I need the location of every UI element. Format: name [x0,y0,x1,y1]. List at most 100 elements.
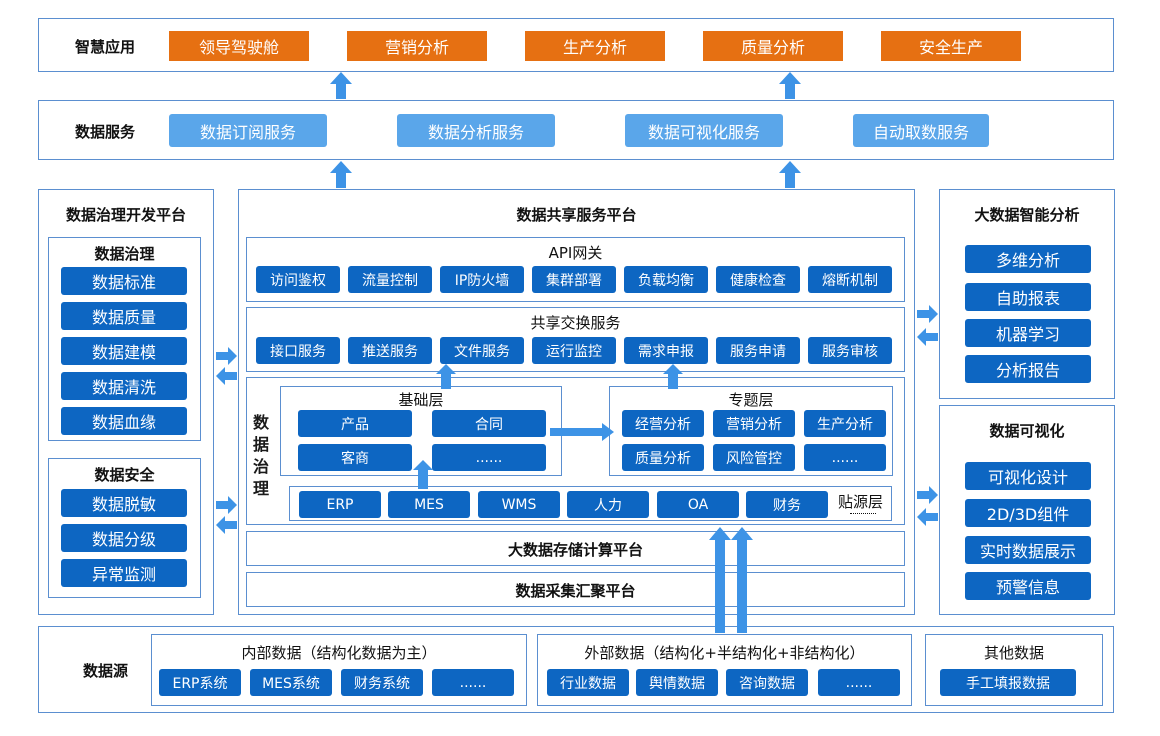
data-governance-box: 数据治理 基础层 产品 合同 客商 ...... 专题层 经营分析 营销分析 生… [246,377,905,525]
ex-item-file: 文件服务 [440,337,524,364]
security-box-title: 数据安全 [94,466,155,484]
vis-item-design: 可视化设计 [965,462,1091,490]
data-sources-title: 数据源 [83,662,129,680]
src-item-wms: WMS [478,491,560,518]
external-data-title: 外部数据（结构化+半结构化+非结构化） [584,644,865,662]
data-services-title: 数据服务 [75,123,136,141]
topic-item-risk: 风险管控 [713,444,795,471]
internal-data-title: 内部数据（结构化数据为主） [241,644,437,662]
ex-item-push: 推送服务 [348,337,432,364]
base-layer-box: 基础层 产品 合同 客商 ...... [280,386,562,476]
smart-apps-section: 智慧应用 领导驾驶舱 营销分析 生产分析 质量分析 安全生产 [38,18,1114,72]
governance-box-title: 数据治理 [94,245,155,263]
base-item-contract: 合同 [432,410,546,437]
arrow-left-icon [917,508,938,526]
sharing-platform-title: 数据共享服务平台 [516,206,637,224]
app-marketing: 营销分析 [347,31,487,61]
gov-item-lineage: 数据血缘 [61,407,187,435]
base-item-product: 产品 [298,410,412,437]
api-gateway-box: API网关 访问鉴权 流量控制 IP防火墙 集群部署 负载均衡 健康检查 熔断机… [246,237,905,302]
security-box: 数据安全 数据脱敏 数据分级 异常监测 [48,458,201,598]
internal-item-finance: 财务系统 [341,669,423,696]
src-item-finance: 财务 [746,491,828,518]
arrow-up-icon [330,161,352,188]
topic-item-quality: 质量分析 [622,444,704,471]
external-item-industry: 行业数据 [547,669,629,696]
ex-item-interface: 接口服务 [256,337,340,364]
sharing-platform: 数据共享服务平台 API网关 访问鉴权 流量控制 IP防火墙 集群部署 负载均衡… [238,189,915,615]
arrow-left-icon [917,328,938,346]
data-sources-section: 数据源 内部数据（结构化数据为主） ERP系统 MES系统 财务系统 .....… [38,626,1114,713]
app-production: 生产分析 [525,31,665,61]
bigdata-analysis-title: 大数据智能分析 [974,206,1080,224]
base-item-more: ...... [432,444,546,471]
analysis-item-selfreport: 自助报表 [965,283,1091,311]
external-item-consult: 咨询数据 [726,669,808,696]
vis-item-realtime: 实时数据展示 [965,536,1091,564]
source-layer-title: 贴源层 [838,493,884,511]
topic-item-business: 经营分析 [622,410,704,437]
gov-item-standard: 数据标准 [61,267,187,295]
base-layer-title: 基础层 [398,391,444,409]
api-gateway-title: API网关 [548,244,603,262]
arrow-up-icon [779,161,801,188]
analysis-item-report: 分析报告 [965,355,1091,383]
ex-item-demand: 需求申报 [624,337,708,364]
api-item-auth: 访问鉴权 [256,266,340,293]
data-services-section: 数据服务 数据订阅服务 数据分析服务 数据可视化服务 自动取数服务 [38,100,1114,160]
app-leader-cockpit: 领导驾驶舱 [169,31,309,61]
arrow-right-icon [917,305,938,323]
storage-platform-title: 大数据存储计算平台 [507,541,643,559]
arrow-right-icon [216,496,237,514]
src-item-erp: ERP [299,491,381,518]
external-data-box: 外部数据（结构化+半结构化+非结构化） 行业数据 舆情数据 咨询数据 .....… [537,634,912,706]
service-auto-fetch: 自动取数服务 [853,114,989,147]
gov-item-modeling: 数据建模 [61,337,187,365]
other-item-manual: 手工填报数据 [940,669,1076,696]
other-data-box: 其他数据 手工填报数据 [925,634,1103,706]
src-item-mes: MES [388,491,470,518]
external-item-sentiment: 舆情数据 [636,669,718,696]
sec-item-anomaly: 异常监测 [61,559,187,587]
bigdata-analysis-section: 大数据智能分析 多维分析 自助报表 机器学习 分析报告 [939,189,1115,399]
gov-item-quality: 数据质量 [61,302,187,330]
arrow-up-icon [779,72,801,99]
gov-item-cleansing: 数据清洗 [61,372,187,400]
api-item-health: 健康检查 [716,266,800,293]
api-item-breaker: 熔断机制 [808,266,892,293]
app-safety: 安全生产 [881,31,1021,61]
src-item-oa: OA [657,491,739,518]
internal-item-more: ...... [432,669,514,696]
sec-item-grading: 数据分级 [61,524,187,552]
topic-item-more: ...... [804,444,886,471]
api-item-firewall: IP防火墙 [440,266,524,293]
vis-item-components: 2D/3D组件 [965,499,1091,527]
api-item-balance: 负载均衡 [624,266,708,293]
topic-item-production: 生产分析 [804,410,886,437]
ex-item-apply: 服务申请 [716,337,800,364]
api-item-traffic: 流量控制 [348,266,432,293]
visualization-section: 数据可视化 可视化设计 2D/3D组件 实时数据展示 预警信息 [939,405,1115,615]
base-item-merchant: 客商 [298,444,412,471]
smart-apps-title: 智慧应用 [75,38,136,56]
governance-dev-platform-title: 数据治理开发平台 [65,206,186,224]
ex-item-monitor: 运行监控 [532,337,616,364]
governance-dev-platform: 数据治理开发平台 数据治理 数据标准 数据质量 数据建模 数据清洗 数据血缘 数… [38,189,214,615]
arrow-left-icon [216,367,237,385]
app-quality: 质量分析 [703,31,843,61]
data-governance-title: 数据治理 [252,413,269,498]
external-item-more: ...... [818,669,900,696]
source-layer-title-underline [850,513,876,514]
vis-item-warning: 预警信息 [965,572,1091,600]
topic-layer-title: 专题层 [728,391,774,409]
visualization-title: 数据可视化 [989,422,1065,440]
arrow-right-icon [917,486,938,504]
topic-layer-box: 专题层 经营分析 营销分析 生产分析 质量分析 风险管控 ...... [609,386,893,476]
exchange-box: 共享交换服务 接口服务 推送服务 文件服务 运行监控 需求申报 服务申请 服务审… [246,307,905,372]
collection-platform: 数据采集汇聚平台 [246,572,905,607]
internal-item-erp: ERP系统 [159,669,241,696]
analysis-item-ml: 机器学习 [965,319,1091,347]
sec-item-masking: 数据脱敏 [61,489,187,517]
collection-platform-title: 数据采集汇聚平台 [515,582,636,600]
arrow-up-icon [330,72,352,99]
